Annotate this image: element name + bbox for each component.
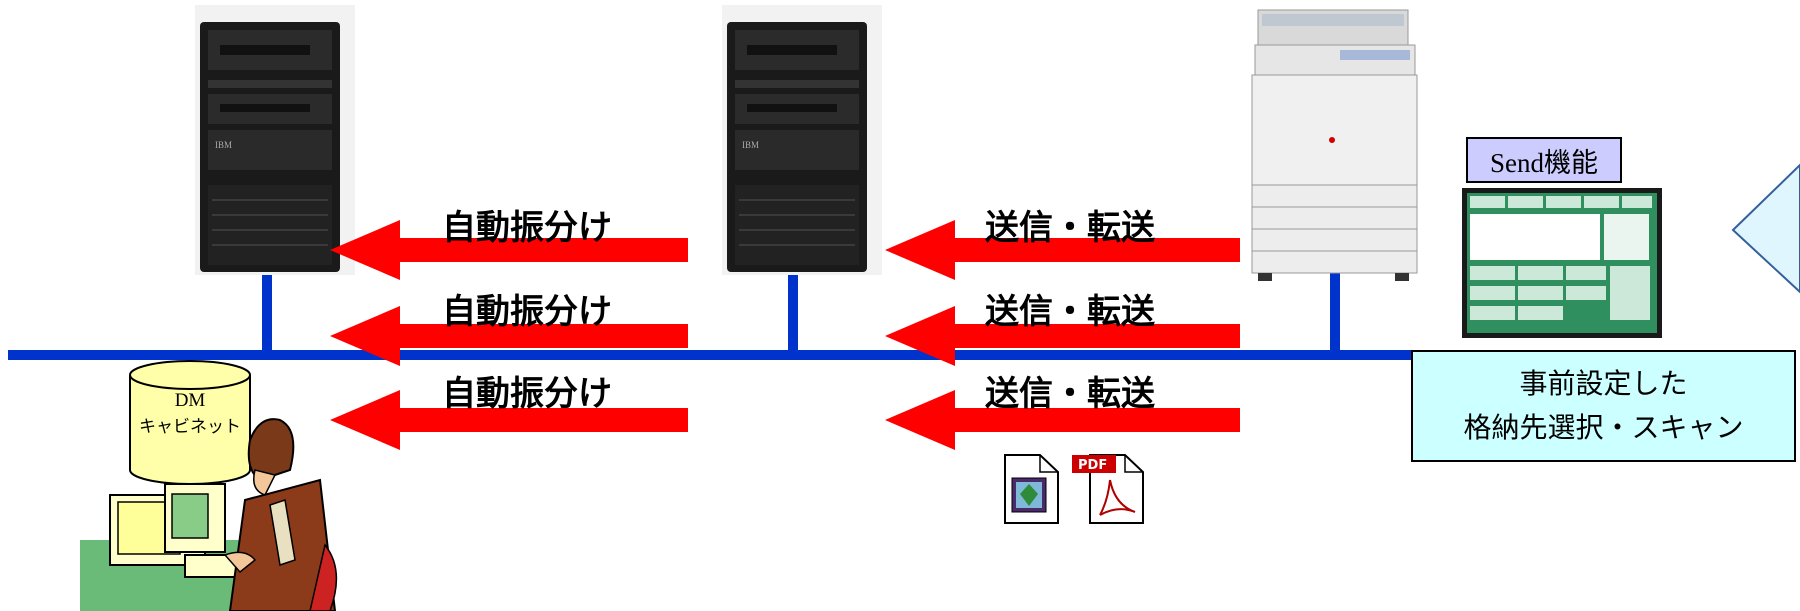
pdf-file-icon: PDF [1072,454,1144,524]
note-line-2: 格納先選択・スキャン [1463,411,1744,444]
touch-panel-screen [1462,188,1662,338]
database-cylinder [129,360,251,485]
distribute-arrow-2 [330,306,688,366]
network-line [8,350,1413,360]
server-tower-2: IBM [722,5,882,275]
copier-icon [1251,9,1418,281]
pdf-badge-text: PDF [1078,458,1107,473]
preset-scan-note: 事前設定した 格納先選択・スキャン [1411,350,1796,462]
send-arrow-3 [885,390,1240,450]
send-label-3: 送信・転送 [985,374,1155,414]
send-arrow-2 [885,306,1240,366]
distribute-label-3: 自動振分け [442,374,612,414]
send-function-label: Send機能 [1466,137,1622,183]
database-label-line-1: DM [174,390,206,411]
database-label: DM キャビネット [128,388,252,440]
image-file-icon [1004,454,1059,524]
send-label-1: 送信・転送 [985,208,1155,248]
distribute-label-2: 自動振分け [442,292,612,332]
person-at-computer-icon [80,418,338,611]
server-2-connector [788,262,798,355]
note-line-1: 事前設定した [1519,367,1688,400]
distribute-arrow-3 [330,390,688,450]
send-label-2: 送信・転送 [985,292,1155,332]
callout-pointer [1731,163,1800,294]
svg-text:IBM: IBM [742,140,759,150]
distribute-label-1: 自動振分け [442,208,612,248]
server-tower-1: IBM [195,5,355,275]
database-label-line-2: キャビネット [139,417,241,437]
distribute-arrow-1 [330,220,688,280]
send-arrow-1 [885,220,1240,280]
svg-text:IBM: IBM [215,140,232,150]
copier-connector [1330,262,1340,355]
server-1-connector [262,262,272,355]
